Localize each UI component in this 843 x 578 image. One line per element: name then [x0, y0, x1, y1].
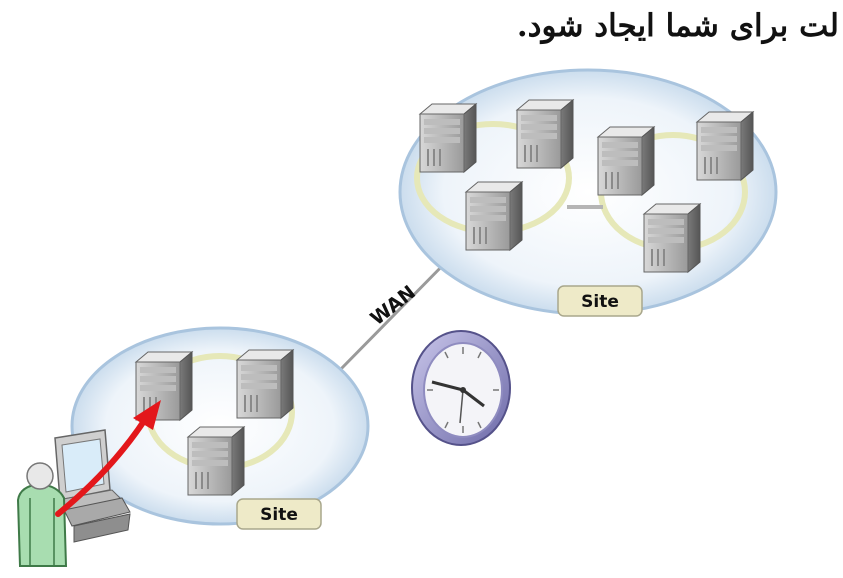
- clock-icon: [411, 330, 511, 446]
- server-icon: [516, 99, 574, 169]
- site-label: Site: [581, 292, 619, 312]
- server-icon: [187, 426, 245, 496]
- server-icon: [696, 111, 754, 181]
- server-icon: [419, 103, 477, 173]
- site-label-box: [236, 498, 322, 530]
- server-icon: [135, 351, 193, 421]
- wan-link-line: [336, 256, 452, 374]
- caption-text: لت برای شما ایجاد شود.: [516, 8, 839, 44]
- site-label: Site: [260, 505, 298, 525]
- site-label-box: [557, 285, 643, 317]
- site-lower: Site: [70, 326, 370, 530]
- wan-label: WAN: [366, 281, 420, 330]
- server-icon: [597, 126, 655, 196]
- user-icon: [16, 462, 68, 567]
- server-icon: [465, 181, 523, 251]
- site-upper: Site: [398, 68, 778, 317]
- server-icon: [643, 203, 701, 273]
- arrow-icon: [55, 400, 161, 517]
- server-icon: [236, 349, 294, 419]
